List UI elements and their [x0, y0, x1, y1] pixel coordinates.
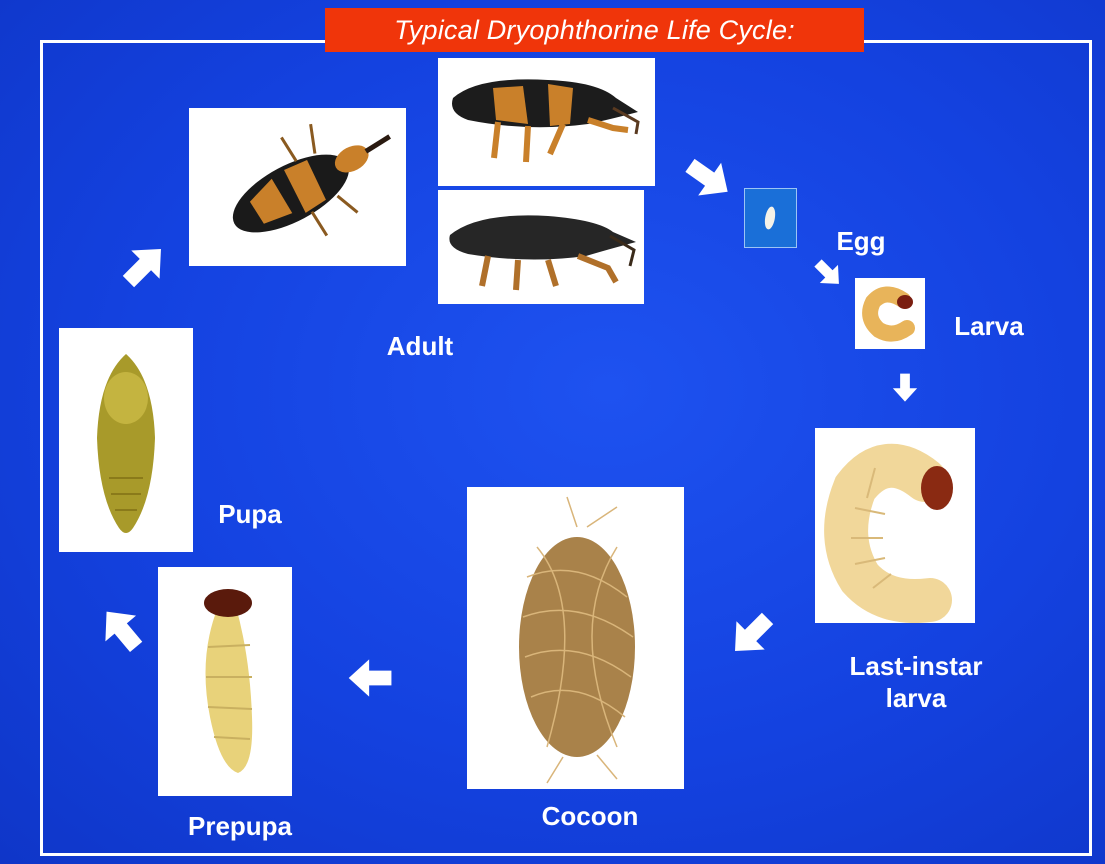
last-instar-larva-photo	[815, 428, 975, 623]
label-larva: Larva	[944, 310, 1034, 342]
label-egg: Egg	[826, 225, 896, 257]
arrow-icon	[116, 238, 172, 294]
adult-side-view-photo-2	[438, 190, 644, 304]
egg-photo	[744, 188, 797, 248]
label-last-instar-line1: Last-instar	[826, 650, 1006, 682]
label-adult: Adult	[365, 330, 475, 362]
arrow-icon	[680, 150, 736, 206]
adult-side-view-photo-1	[438, 58, 655, 186]
cocoon-photo	[467, 487, 684, 789]
title-banner: Typical Dryophthorine Life Cycle:	[325, 8, 864, 52]
label-last-instar-larva: Last-instar larva	[826, 650, 1006, 714]
adult-top-view-photo	[189, 108, 406, 266]
label-prepupa: Prepupa	[170, 810, 310, 842]
label-last-instar-line2: larva	[826, 682, 1006, 714]
pupa-photo	[59, 328, 193, 552]
arrow-icon	[888, 370, 922, 404]
prepupa-photo	[158, 567, 292, 796]
label-cocoon: Cocoon	[520, 800, 660, 832]
page-title: Typical Dryophthorine Life Cycle:	[394, 15, 795, 46]
arrow-icon	[724, 606, 780, 662]
arrow-icon	[94, 602, 150, 658]
larva-photo	[855, 278, 925, 349]
arrow-icon	[810, 255, 846, 291]
arrow-icon	[345, 652, 397, 704]
label-pupa: Pupa	[200, 498, 300, 530]
